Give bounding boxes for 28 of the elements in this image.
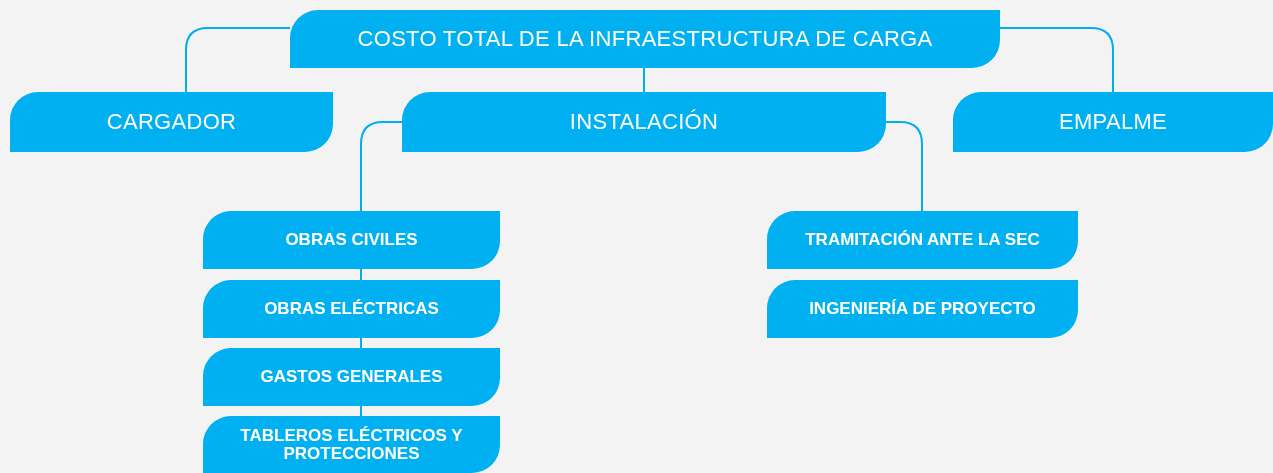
box-label: TABLEROS ELÉCTRICOS Y PROTECCIONES bbox=[239, 426, 464, 463]
connector-line bbox=[185, 27, 291, 93]
category-box bbox=[767, 211, 1078, 269]
category-box bbox=[10, 92, 333, 152]
connector-line bbox=[643, 67, 645, 93]
box-label: OBRAS ELÉCTRICAS bbox=[264, 300, 439, 318]
category-box bbox=[203, 211, 500, 269]
box-label: GASTOS GENERALES bbox=[260, 368, 443, 386]
category-box bbox=[402, 92, 886, 152]
box-label: INSTALACIÓN bbox=[569, 110, 719, 134]
category-box bbox=[953, 92, 1273, 152]
box-label: OBRAS CIVILES bbox=[285, 231, 418, 249]
connector-line bbox=[360, 268, 362, 281]
connector-line bbox=[999, 27, 1114, 93]
box-label: INGENIERÍA DE PROYECTO bbox=[809, 300, 1036, 318]
box-label: TRAMITACIÓN ANTE LA SEC bbox=[805, 231, 1040, 249]
connector-line bbox=[360, 121, 403, 212]
connector-line bbox=[885, 121, 923, 212]
connector-line bbox=[360, 405, 362, 417]
category-box bbox=[203, 280, 500, 338]
category-box bbox=[203, 348, 500, 406]
box-label: EMPALME bbox=[1058, 110, 1168, 134]
box-label: CARGADOR bbox=[106, 110, 237, 134]
connector-line bbox=[360, 337, 362, 349]
category-box bbox=[290, 10, 1000, 68]
category-box bbox=[767, 280, 1078, 338]
category-box bbox=[203, 416, 500, 473]
box-label: COSTO TOTAL DE LA INFRAESTRUCTURA DE CARGA bbox=[357, 27, 933, 51]
